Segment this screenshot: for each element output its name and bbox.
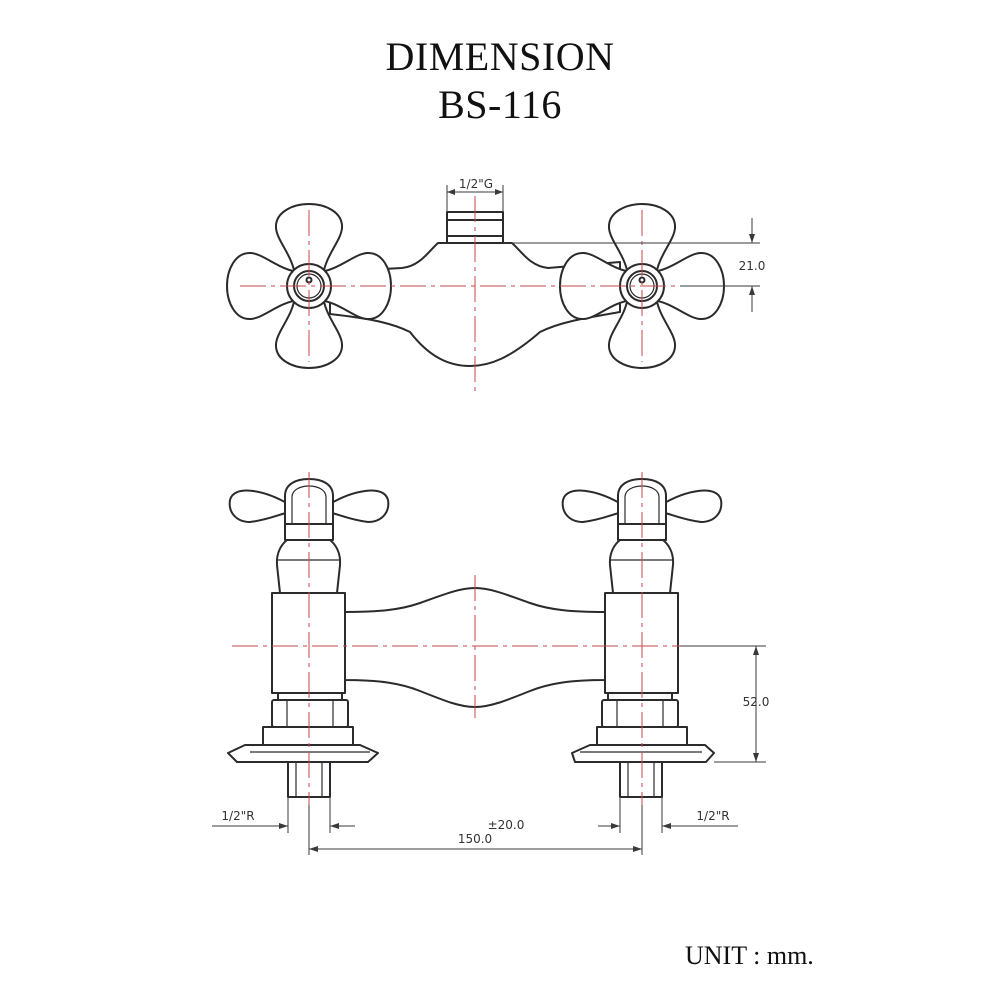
- model-number: BS-116: [438, 82, 562, 127]
- centre-tolerance-label: ±20.0: [488, 818, 525, 832]
- dim-inlet-left: 1/2"R: [212, 797, 355, 833]
- outlet-thread-label: 1/2"G: [459, 177, 493, 191]
- dim-inlet-right: 1/2"R: [598, 797, 738, 833]
- dim-outlet-thread: 1/2"G: [446, 177, 504, 212]
- height-top-label: 21.0: [739, 259, 766, 273]
- inlet-thread-left-label: 1/2"R: [221, 809, 254, 823]
- inlet-thread-right-label: 1/2"R: [696, 809, 729, 823]
- dim-height-side: 52.0: [680, 645, 770, 763]
- drawing-title: DIMENSION: [385, 34, 615, 79]
- dim-centre-distance: 150.0 ±20.0: [308, 805, 643, 855]
- height-side-label: 52.0: [743, 695, 770, 709]
- front-view: [227, 472, 723, 805]
- centre-distance-label: 150.0: [458, 832, 492, 846]
- top-view: [226, 196, 725, 392]
- dim-height-top: 21.0: [503, 218, 765, 312]
- unit-label: UNIT : mm.: [685, 941, 814, 970]
